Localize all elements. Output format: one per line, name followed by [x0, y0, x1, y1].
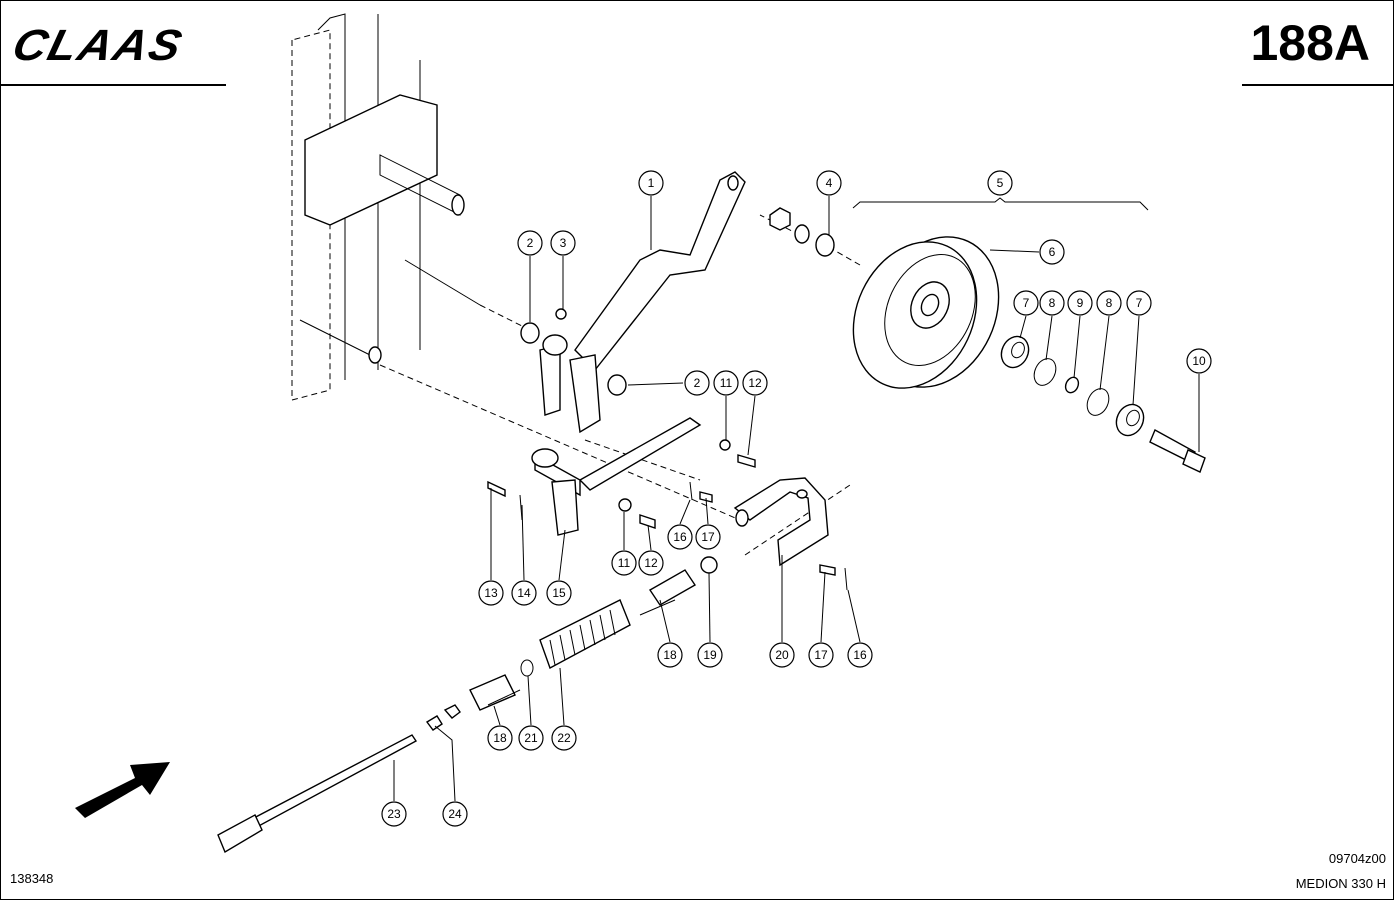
svg-text:2: 2 [694, 376, 701, 390]
leader-lines [393, 196, 1200, 802]
callout-11: 11 [611, 550, 637, 576]
callout-15: 15 [546, 580, 572, 606]
callout-12: 12 [638, 550, 664, 576]
callout-1: 1 [638, 170, 664, 196]
callout-18: 18 [487, 725, 513, 751]
left-document-id: 138348 [10, 871, 54, 886]
callout-2: 2 [517, 230, 543, 256]
svg-text:5: 5 [997, 176, 1004, 190]
callout-20: 20 [769, 642, 795, 668]
svg-text:16: 16 [853, 648, 867, 662]
bracket-plate [487, 417, 756, 536]
callout-16: 16 [667, 524, 693, 550]
callout-3: 3 [550, 230, 576, 256]
callout-23: 23 [381, 801, 407, 827]
drawing-id: 09704z00 [1328, 851, 1386, 866]
svg-text:6: 6 [1049, 245, 1056, 259]
callout-24: 24 [442, 801, 468, 827]
svg-text:23: 23 [387, 807, 401, 821]
callout-6: 6 [1039, 239, 1065, 265]
callout-9: 9 [1067, 290, 1093, 316]
svg-text:1: 1 [648, 176, 655, 190]
callout-14: 14 [511, 580, 537, 606]
callout-10: 10 [1186, 348, 1212, 374]
svg-text:7: 7 [1136, 296, 1143, 310]
callout-2: 2 [684, 370, 710, 396]
callout-8: 8 [1039, 290, 1065, 316]
svg-text:13: 13 [484, 586, 498, 600]
svg-text:3: 3 [560, 236, 567, 250]
code-rule [1242, 84, 1394, 86]
callout-8: 8 [1096, 290, 1122, 316]
callout-19: 19 [697, 642, 723, 668]
callout-13: 13 [478, 580, 504, 606]
bushings [520, 207, 835, 396]
page-code: 188A [1250, 15, 1370, 71]
svg-text:11: 11 [618, 556, 631, 570]
svg-text:16: 16 [673, 530, 687, 544]
svg-text:14: 14 [517, 586, 531, 600]
callout-4: 4 [816, 170, 842, 196]
callout-7: 7 [1126, 290, 1152, 316]
callout-16: 16 [847, 642, 873, 668]
svg-text:17: 17 [701, 530, 715, 544]
callout-17: 17 [695, 524, 721, 550]
callout-22: 22 [551, 725, 577, 751]
arrow-icon [75, 762, 170, 818]
svg-text:22: 22 [557, 731, 571, 745]
svg-text:12: 12 [644, 556, 658, 570]
svg-text:21: 21 [524, 731, 538, 745]
callout-7: 7 [1013, 290, 1039, 316]
svg-text:4: 4 [826, 176, 833, 190]
svg-text:9: 9 [1077, 296, 1084, 310]
svg-text:8: 8 [1106, 296, 1113, 310]
svg-text:7: 7 [1023, 296, 1030, 310]
svg-text:12: 12 [748, 376, 762, 390]
callout-21: 21 [518, 725, 544, 751]
svg-text:17: 17 [814, 648, 828, 662]
bolt [1149, 429, 1206, 473]
bearing-set [1000, 335, 1145, 437]
callout-5: 5 [987, 170, 1013, 196]
spring-assembly [425, 556, 718, 731]
pulley [852, 236, 1000, 389]
svg-text:11: 11 [720, 376, 733, 390]
svg-text:8: 8 [1049, 296, 1056, 310]
logo-rule [0, 84, 226, 86]
svg-text:19: 19 [703, 648, 717, 662]
svg-text:2: 2 [527, 236, 534, 250]
svg-text:15: 15 [552, 586, 566, 600]
lever-arm [539, 171, 746, 434]
svg-text:18: 18 [663, 648, 677, 662]
svg-text:10: 10 [1192, 354, 1206, 368]
svg-text:20: 20 [775, 648, 789, 662]
callout-18: 18 [657, 642, 683, 668]
callout-11: 11 [713, 370, 739, 396]
svg-text:24: 24 [448, 807, 462, 821]
svg-text:18: 18 [493, 731, 507, 745]
group-bracket [852, 197, 1149, 211]
threaded-rod [217, 734, 418, 854]
callout-12: 12 [742, 370, 768, 396]
u-bracket [689, 477, 848, 591]
machine-frame [291, 13, 481, 401]
model-name: MEDION 330 H [1295, 876, 1386, 891]
callout-17: 17 [808, 642, 834, 668]
